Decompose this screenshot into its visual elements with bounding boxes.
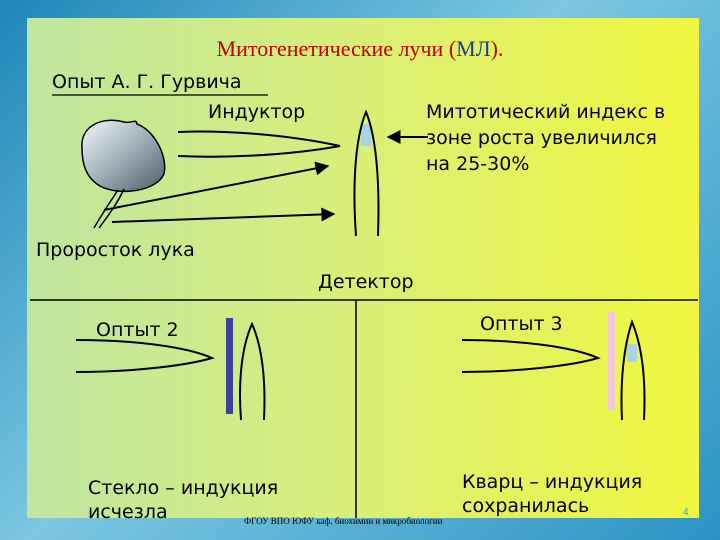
slide-title: Митогенетические лучи (МЛ). <box>0 36 720 62</box>
quartz-plate <box>608 312 615 410</box>
result-line-3: на 25-30% <box>426 153 530 175</box>
onion-root <box>93 189 119 229</box>
experiment1-heading: Опыт А. Г. Гурвича <box>52 71 242 93</box>
result-line-1: Митотический индекс в <box>426 101 666 123</box>
experiment2-result-1: Стекло – индукция <box>88 477 279 499</box>
glass-plate <box>226 318 233 414</box>
experiment3-result-2: сохранилась <box>462 495 590 517</box>
onion-root <box>98 188 125 229</box>
detector-sprout-exp3 <box>620 319 646 421</box>
detector-sprout <box>353 109 380 237</box>
slide-canvas <box>27 18 699 518</box>
page-number: 4 <box>683 507 689 518</box>
detector-label: Детектор <box>318 271 414 293</box>
title-tail: ). <box>490 36 504 61</box>
inductor-sprout <box>177 130 341 158</box>
onion-bulb <box>81 119 166 193</box>
detector-sprout-exp2 <box>239 321 266 421</box>
inductor-label: Индуктор <box>208 101 306 123</box>
growth-zone-exp3 <box>627 344 637 362</box>
title-text: Митогенетические лучи ( <box>216 36 457 61</box>
ray-arrow <box>103 161 330 211</box>
ray-arrow <box>111 207 336 223</box>
experiment2-result-2: исчезла <box>88 501 168 523</box>
footer-text: ФГОУ ВПО ЮФУ каф. биохимии и микробиолог… <box>244 516 443 526</box>
growth-zone <box>361 124 371 146</box>
sprout-label: Проросток лука <box>36 239 195 261</box>
experiment2-heading: Оптыт 2 <box>96 319 179 341</box>
inductor-sprout-exp3 <box>461 339 601 373</box>
result-line-2: зоне роста увеличился <box>426 127 657 149</box>
title-accent: МЛ <box>456 36 491 61</box>
experiment3-heading: Оптыт 3 <box>480 313 563 335</box>
experiment3-result-1: Кварц – индукция <box>462 471 643 493</box>
inductor-sprout-exp2 <box>75 339 215 373</box>
